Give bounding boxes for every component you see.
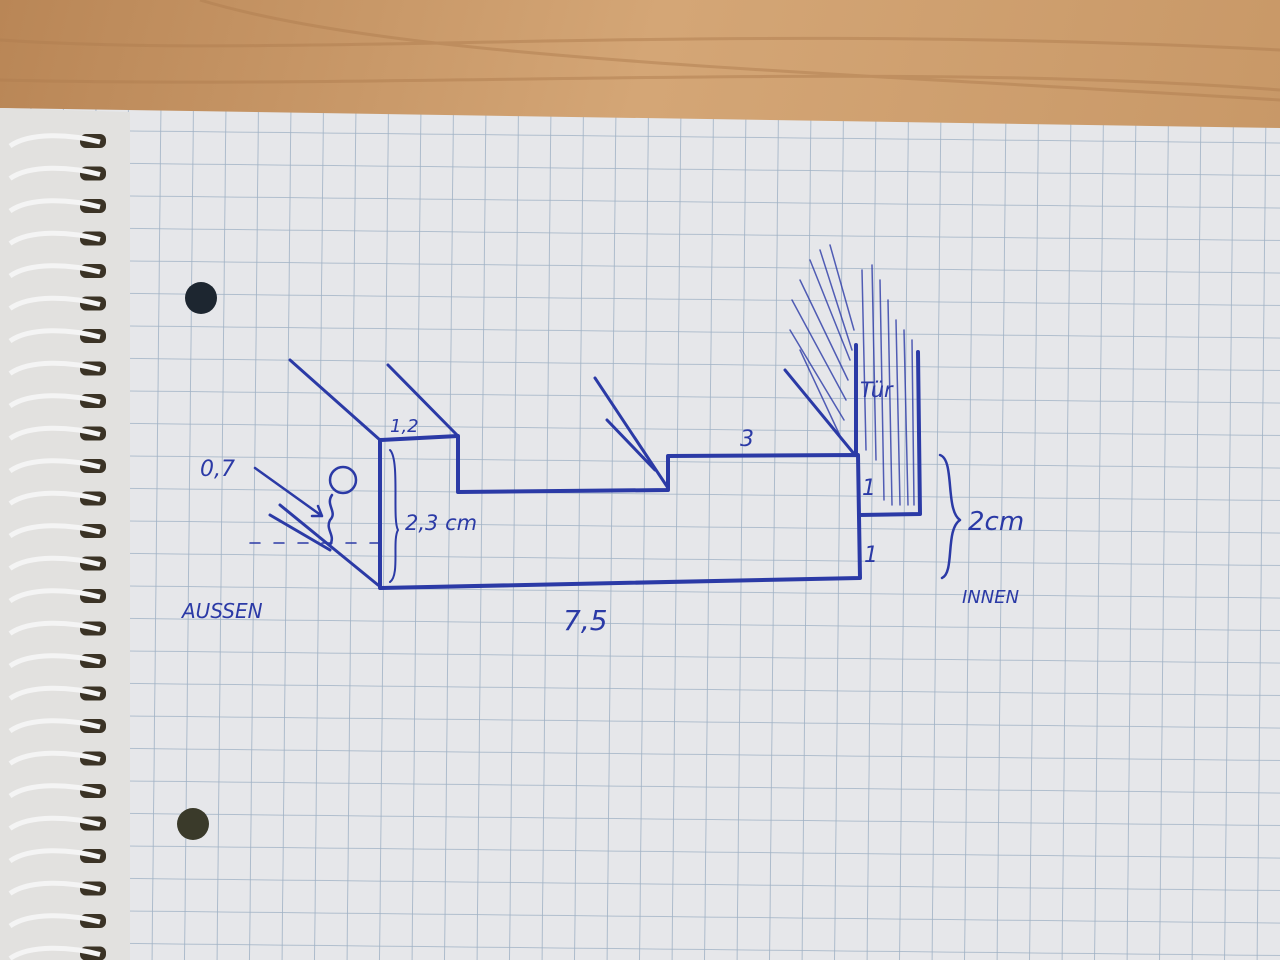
spiral-ring — [8, 360, 101, 376]
diagonal-lines — [268, 358, 857, 587]
spiral-ring — [8, 783, 101, 799]
spiral-ring — [8, 685, 101, 701]
spiral-ring — [8, 848, 101, 864]
spiral-ring — [8, 880, 101, 896]
spiral-ring — [8, 945, 101, 960]
floor-plan-drawing: 1,2 3 0,7 2,3 cm 7,5 Tür 1 1 2cm AUSSEN … — [180, 244, 1024, 637]
punch-hole-top — [185, 282, 217, 314]
graph-paper — [0, 108, 1280, 960]
label-wall-height: 2,3 cm — [405, 511, 477, 535]
spiral-ring — [8, 653, 101, 669]
spiral-ring — [8, 588, 101, 604]
spiral-ring — [8, 750, 101, 766]
spiral-ring — [8, 425, 101, 441]
spiral-ring — [8, 815, 101, 831]
wall-right — [854, 343, 922, 517]
spiral-ring — [8, 263, 101, 279]
spiral-ring — [8, 458, 101, 474]
spiral-ring — [8, 328, 101, 344]
punch-hole-bottom — [177, 808, 209, 840]
spiral-ring — [8, 230, 101, 246]
spiral-ring — [8, 165, 101, 181]
spiral-ring — [8, 393, 101, 409]
person-figure — [327, 493, 334, 547]
label-top-left-width: 1,2 — [390, 416, 419, 437]
door-hatch — [789, 244, 915, 506]
spiral-ring — [8, 718, 101, 734]
outline — [378, 434, 862, 590]
label-door: Tür — [860, 378, 894, 402]
spiral-binding — [8, 133, 106, 960]
spiral-ring — [8, 555, 101, 571]
label-step-lower: 1 — [864, 543, 878, 568]
label-step-upper: 1 — [862, 476, 876, 501]
spiral-ring — [8, 913, 101, 929]
height-brace — [389, 449, 399, 583]
spiral-ring — [8, 523, 101, 539]
label-top-right-width: 3 — [740, 427, 754, 452]
spiral-ring — [8, 133, 101, 149]
spiral-ring — [8, 198, 101, 214]
label-outside: AUSSEN — [180, 599, 263, 623]
label-bottom-length: 7,5 — [563, 604, 608, 637]
label-person-height: 0,7 — [200, 457, 235, 482]
arrow — [253, 466, 324, 518]
label-total-height: 2cm — [968, 507, 1024, 537]
spiral-ring — [8, 490, 101, 506]
label-inside: INNEN — [962, 587, 1019, 608]
right-brace — [938, 453, 962, 580]
spiral-ring — [8, 295, 101, 311]
spiral-ring — [8, 620, 101, 636]
